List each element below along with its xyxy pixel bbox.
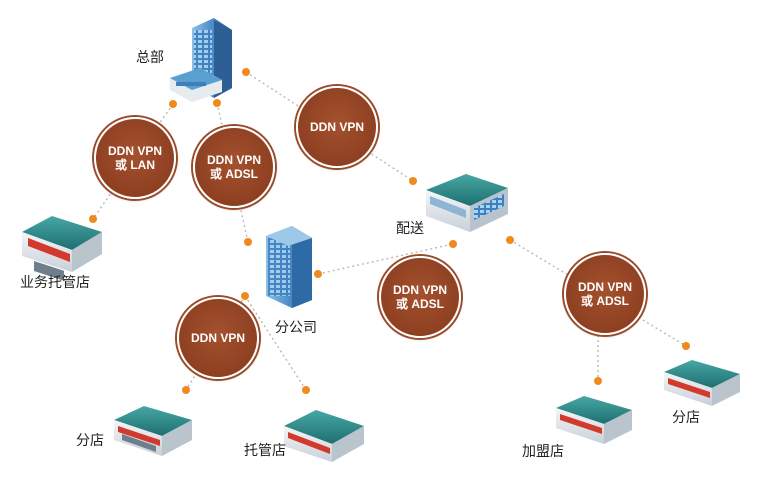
managed-store-icon xyxy=(284,410,364,462)
connection-label-line1: DDN VPN xyxy=(309,120,364,134)
hq-building-icon xyxy=(170,18,232,102)
node-label-hq: 总部 xyxy=(136,50,164,66)
node-label-managed-store: 托管店 xyxy=(244,443,286,459)
connection-label-line2: 或 LAN xyxy=(115,158,155,172)
node-label-business-store: 业务托管店 xyxy=(20,275,90,291)
franchise-store-icon xyxy=(556,396,632,444)
node-label-distribution: 配送 xyxy=(396,221,424,237)
connection-label-line1: DDN VPN xyxy=(206,153,261,167)
connection-badge-branch-company-stores: DDN VPN xyxy=(177,297,259,379)
distribution-center-icon xyxy=(426,174,508,232)
connection-label-line1: DDN VPN xyxy=(392,283,447,297)
connection-badge-hq-distribution: DDN VPN xyxy=(296,86,378,168)
node-label-branch-store-right: 分店 xyxy=(672,410,700,426)
node-label-franchise-store: 加盟店 xyxy=(522,444,564,460)
connection-label-line1: DDN VPN xyxy=(577,280,632,294)
branch-company-building-icon xyxy=(266,226,312,308)
connection-label-line2: 或 ADSL xyxy=(580,294,629,308)
branch-store-left-icon xyxy=(114,406,192,456)
connection-dots xyxy=(89,68,690,394)
connection-badge-distribution-branch-company: DDN VPN 或 ADSL xyxy=(379,256,461,338)
connection-label-line1: DDN VPN xyxy=(190,331,245,345)
node-label-branch-company: 分公司 xyxy=(275,320,317,336)
connection-badge-distribution-franchise: DDN VPN 或 ADSL xyxy=(564,253,646,335)
connection-label-line2: 或 ADSL xyxy=(209,167,258,181)
connection-label-line1: DDN VPN xyxy=(107,144,162,158)
connection-badge-hq-branch-company: DDN VPN 或 ADSL xyxy=(193,126,275,208)
connection-label-line2: 或 ADSL xyxy=(395,297,444,311)
business-store-icon xyxy=(22,216,102,281)
connection-badge-hq-business-store: DDN VPN 或 LAN xyxy=(94,117,176,199)
branch-store-right-icon xyxy=(664,360,740,406)
node-label-branch-store-left: 分店 xyxy=(76,433,104,449)
